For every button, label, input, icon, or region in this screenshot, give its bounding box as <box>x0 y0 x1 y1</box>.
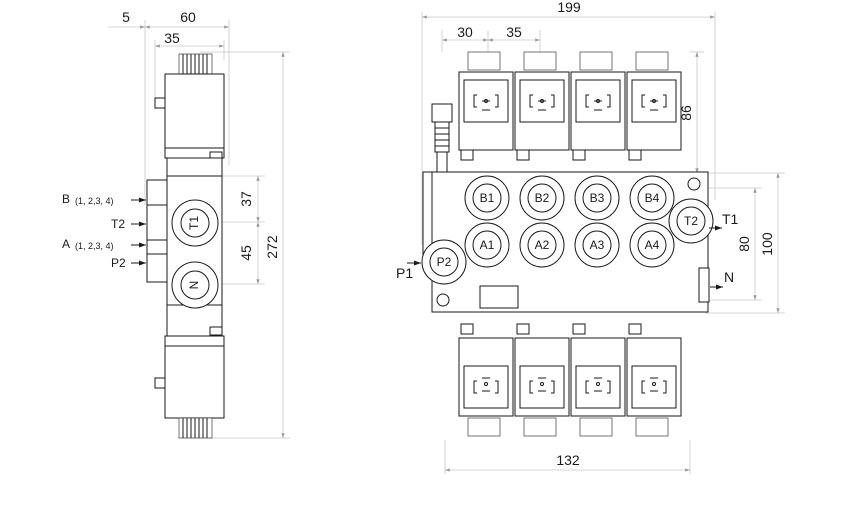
bottom-coil <box>514 323 570 437</box>
front-bottom-coils <box>458 323 682 437</box>
front-dim-first-pitch: 30 <box>457 24 473 40</box>
front-label-n: N <box>724 269 734 285</box>
side-label-p2: P2 <box>111 256 126 270</box>
port-a2-label: A2 <box>535 238 550 252</box>
front-dim-body-total: 100 <box>759 232 775 256</box>
port-a3-label: A3 <box>590 238 605 252</box>
connector-symbol-icon <box>585 377 611 394</box>
top-coil <box>626 51 682 161</box>
port-b1-label: B1 <box>480 191 495 205</box>
connector-symbol-icon <box>641 377 667 394</box>
front-dim-body-mid: 80 <box>736 236 752 252</box>
bottom-coil <box>458 323 514 437</box>
side-top-coil <box>154 53 225 161</box>
relief-valve <box>431 103 453 173</box>
coil-connector-symbols <box>473 94 667 394</box>
connector-symbol-icon <box>529 377 555 394</box>
side-dim-height: 272 <box>264 235 280 259</box>
side-dim-inner: 35 <box>164 30 180 46</box>
side-valve-body: T1 N <box>146 157 223 337</box>
port-a1-label: A1 <box>480 238 495 252</box>
side-label-b: B <box>62 192 70 206</box>
side-bottom-coil <box>154 326 225 439</box>
connector-symbol-icon <box>529 94 555 111</box>
bottom-coil <box>626 323 682 437</box>
top-coil <box>458 51 514 161</box>
front-dim-bottom-width: 132 <box>556 452 580 468</box>
port-p2-label: P2 <box>437 255 452 269</box>
port-b2-label: B2 <box>535 191 550 205</box>
side-label-a-sub: (1, 2,3, 4) <box>75 241 114 251</box>
connector-symbol-icon <box>473 94 499 111</box>
b-ports: B1 B2 B3 B4 <box>464 175 675 221</box>
port-t2-label: T2 <box>684 214 698 228</box>
top-coil <box>570 51 626 161</box>
port-a4-label: A4 <box>645 238 660 252</box>
front-dim-pitch: 35 <box>506 24 522 40</box>
port-b3-label: B3 <box>590 191 605 205</box>
side-port-t1-label: T1 <box>187 216 201 230</box>
connector-symbol-icon <box>641 94 667 111</box>
side-label-b-sub: (1, 2,3, 4) <box>75 196 114 206</box>
front-dim-total-width: 199 <box>557 0 581 15</box>
connector-symbol-icon <box>585 94 611 111</box>
side-label-t2: T2 <box>111 217 125 231</box>
bottom-coil <box>570 323 626 437</box>
top-coil <box>514 51 570 161</box>
front-label-p1: P1 <box>396 265 413 281</box>
port-b4-label: B4 <box>645 191 660 205</box>
a-ports: A1 A2 A3 A4 <box>464 222 675 268</box>
side-port-n-label: N <box>187 281 201 290</box>
front-top-coils <box>458 51 682 161</box>
side-dim-upper: 37 <box>238 191 254 207</box>
side-dim-width: 60 <box>180 9 196 25</box>
front-view: 199 30 35 86 80 100 132 <box>396 0 785 474</box>
side-dim-offset: 5 <box>122 9 130 25</box>
side-view: 5 60 35 37 45 272 T1 <box>62 9 290 439</box>
front-dim-coil-height: 86 <box>678 105 694 121</box>
side-label-a: A <box>62 237 70 251</box>
front-label-t1: T1 <box>722 211 739 227</box>
side-dim-lower: 45 <box>238 245 254 261</box>
connector-symbol-icon <box>473 377 499 394</box>
